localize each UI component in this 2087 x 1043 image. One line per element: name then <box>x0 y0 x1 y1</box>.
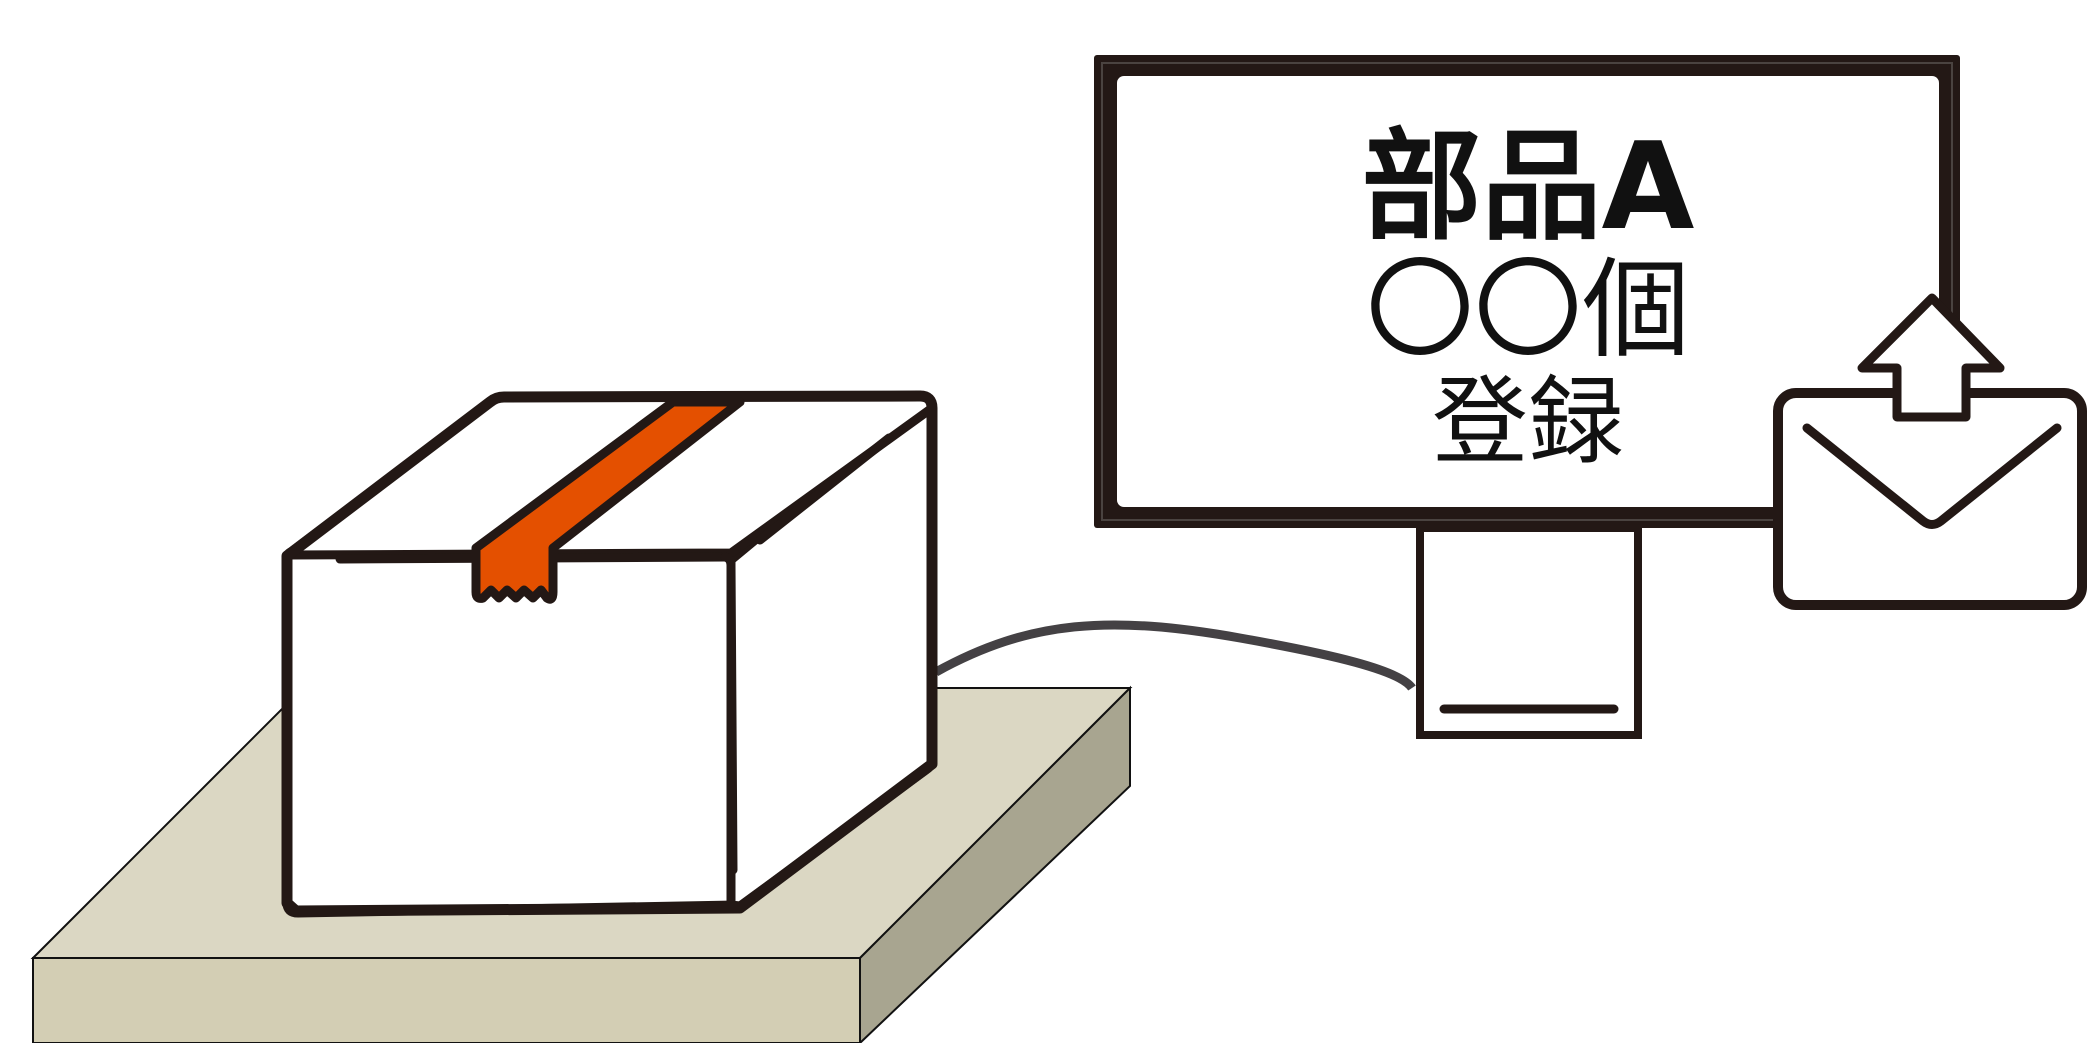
box-outline <box>281 390 938 917</box>
screen-quantity: 〇〇個 <box>1366 248 1690 373</box>
monitor-screen <box>1117 76 1939 507</box>
cable-icon <box>933 620 1416 691</box>
send-mail-icon <box>1773 293 2087 610</box>
box-tape <box>471 397 745 604</box>
screen-action-label: 登録 <box>1432 366 1624 478</box>
envelope-body <box>1773 388 2087 610</box>
box-vertical-edge <box>720 552 738 875</box>
scale-side-face <box>859 685 1131 1043</box>
monitor-icon: 部品A 〇〇個 登録 <box>1094 55 1960 739</box>
box-right-crease <box>755 433 894 545</box>
monitor-stand <box>1416 524 1642 739</box>
cardboard-box-icon <box>281 390 938 918</box>
monitor-bezel-inner-line <box>1101 62 1953 521</box>
up-arrow-icon <box>1857 293 2005 422</box>
screen-part-name: 部品A <box>1362 118 1695 257</box>
box-front-face <box>282 547 740 918</box>
envelope-flap <box>1802 423 2062 529</box>
scale-front-face <box>32 957 861 1043</box>
